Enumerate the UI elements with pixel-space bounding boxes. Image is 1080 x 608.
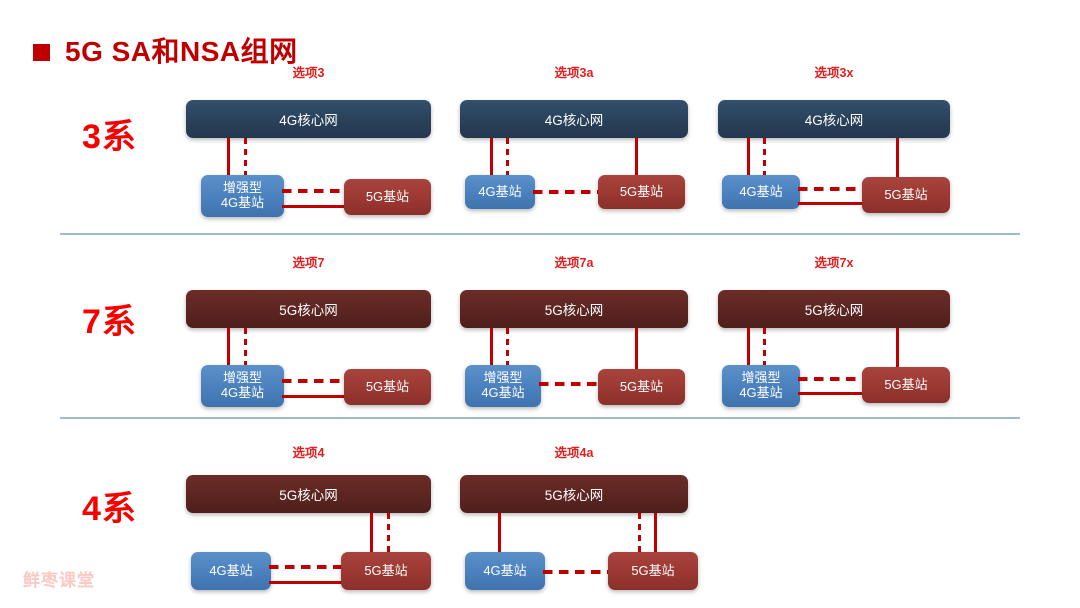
core-network-box[interactable]: 5G核心网	[460, 475, 688, 513]
option-label: 选项4a	[554, 446, 594, 460]
option-label: 选项3	[292, 66, 325, 80]
node-4g-base-station[interactable]: 增强型 4G基站	[201, 365, 284, 407]
link-bs-dashed	[269, 565, 345, 569]
link-core-to-4g-dashed	[506, 328, 509, 379]
node-line-2: 4G基站	[220, 385, 265, 400]
core-network-box[interactable]: 4G核心网	[460, 100, 688, 138]
node-5g-base-station[interactable]: 5G基站	[862, 367, 950, 403]
node-5g-base-station[interactable]: 5G基站	[598, 369, 685, 405]
link-core-to-4g-dashed	[763, 328, 766, 379]
link-bs-solid	[282, 395, 362, 398]
link-bs-dashed	[543, 570, 612, 574]
link-core-to-4g-solid	[227, 328, 230, 379]
link-core-to-5g-solid	[370, 513, 373, 569]
link-bs-solid	[798, 202, 866, 205]
link-core-to-5g-dashed	[387, 513, 390, 569]
node-line-1: 增强型	[222, 180, 262, 196]
link-core-to-4g-dashed	[763, 138, 766, 189]
diagram-option-4: 选项4 5G核心网 4G基站 5G基站	[186, 442, 431, 597]
diagram-option-3: 选项3 4G核心网 增强型 4G基站 5G基站	[186, 62, 431, 217]
node-line-1: 增强型	[741, 370, 781, 386]
link-core-to-4g-dashed	[506, 138, 509, 189]
link-bs-dashed	[533, 190, 602, 194]
link-core-to-4g-solid	[498, 513, 501, 569]
node-4g-base-station[interactable]: 4G基站	[191, 552, 271, 590]
node-4g-base-station[interactable]: 增强型 4G基站	[465, 365, 541, 407]
link-core-to-5g-solid	[635, 138, 638, 189]
title-text: 5G SA和NSA组网	[65, 36, 298, 67]
link-core-to-4g-solid	[747, 328, 750, 379]
link-bs-dashed	[282, 189, 362, 193]
watermark: 鲜枣课堂	[23, 571, 95, 590]
node-line-2: 4G基站	[481, 385, 525, 400]
core-network-box[interactable]: 4G核心网	[718, 100, 950, 138]
node-4g-base-station[interactable]: 4G基站	[465, 175, 535, 209]
diagram-option-4a: 选项4a 5G核心网 4G基站 5G基站	[460, 442, 698, 597]
link-core-to-5g-dashed	[638, 513, 641, 569]
core-network-box[interactable]: 5G核心网	[718, 290, 950, 328]
diagram-option-7a: 选项7a 5G核心网 增强型 4G基站 5G基站	[460, 252, 688, 407]
node-line-1: 增强型	[483, 370, 523, 386]
option-label: 选项3a	[554, 66, 594, 80]
option-label: 选项4	[292, 446, 325, 460]
link-bs-dashed	[798, 377, 866, 381]
node-5g-base-station[interactable]: 5G基站	[344, 179, 431, 215]
node-line-2: 4G基站	[220, 195, 265, 210]
diagram-option-3x: 选项3x 4G核心网 4G基站 5G基站	[718, 62, 950, 217]
diagram-option-3a: 选项3a 4G核心网 4G基站 5G基站	[460, 62, 688, 217]
link-core-to-4g-dashed	[244, 138, 247, 189]
row-divider-2	[60, 417, 1020, 419]
node-line-2: 4G基站	[739, 385, 783, 400]
bullet-square-icon	[33, 43, 50, 61]
core-network-box[interactable]: 5G核心网	[186, 290, 431, 328]
core-network-box[interactable]: 5G核心网	[460, 290, 688, 328]
node-line-1: 增强型	[222, 370, 262, 386]
link-core-to-4g-solid	[490, 138, 493, 189]
node-5g-base-station[interactable]: 5G基站	[598, 175, 685, 209]
family-label-3: 3系	[82, 118, 137, 156]
link-core-to-4g-solid	[227, 138, 230, 189]
page-title: 5G SA和NSA组网	[33, 38, 298, 66]
node-5g-base-station[interactable]: 5G基站	[341, 552, 431, 590]
link-bs-solid	[282, 205, 362, 208]
link-core-to-5g-solid	[635, 328, 638, 379]
node-4g-base-station[interactable]: 增强型 4G基站	[201, 175, 284, 217]
link-core-to-5g-solid	[896, 138, 899, 189]
option-label: 选项7a	[554, 256, 594, 270]
link-bs-dashed	[539, 382, 602, 386]
node-5g-base-station[interactable]: 5G基站	[344, 369, 431, 405]
link-core-to-4g-solid	[490, 328, 493, 379]
node-5g-base-station[interactable]: 5G基站	[862, 177, 950, 213]
diagram-option-7x: 选项7x 5G核心网 增强型 4G基站 5G基站	[718, 252, 950, 407]
link-core-to-4g-dashed	[244, 328, 247, 379]
core-network-box[interactable]: 4G核心网	[186, 100, 431, 138]
node-4g-base-station[interactable]: 增强型 4G基站	[722, 365, 800, 407]
option-label: 选项7x	[814, 256, 854, 270]
link-core-to-4g-solid	[747, 138, 750, 189]
link-bs-solid	[269, 581, 345, 584]
family-label-7: 7系	[82, 303, 137, 341]
link-bs-solid	[798, 392, 866, 395]
link-bs-dashed	[798, 187, 866, 191]
family-label-4: 4系	[82, 490, 137, 528]
option-label: 选项7	[292, 256, 325, 270]
node-4g-base-station[interactable]: 4G基站	[722, 175, 800, 209]
core-network-box[interactable]: 5G核心网	[186, 475, 431, 513]
diagram-option-7: 选项7 5G核心网 增强型 4G基站 5G基站	[186, 252, 431, 407]
node-5g-base-station[interactable]: 5G基站	[608, 552, 698, 590]
link-core-to-5g-solid	[654, 513, 657, 569]
link-bs-dashed	[282, 379, 362, 383]
link-core-to-5g-solid	[896, 328, 899, 379]
row-divider-1	[60, 233, 1020, 235]
option-label: 选项3x	[814, 66, 854, 80]
node-4g-base-station[interactable]: 4G基站	[465, 552, 545, 590]
